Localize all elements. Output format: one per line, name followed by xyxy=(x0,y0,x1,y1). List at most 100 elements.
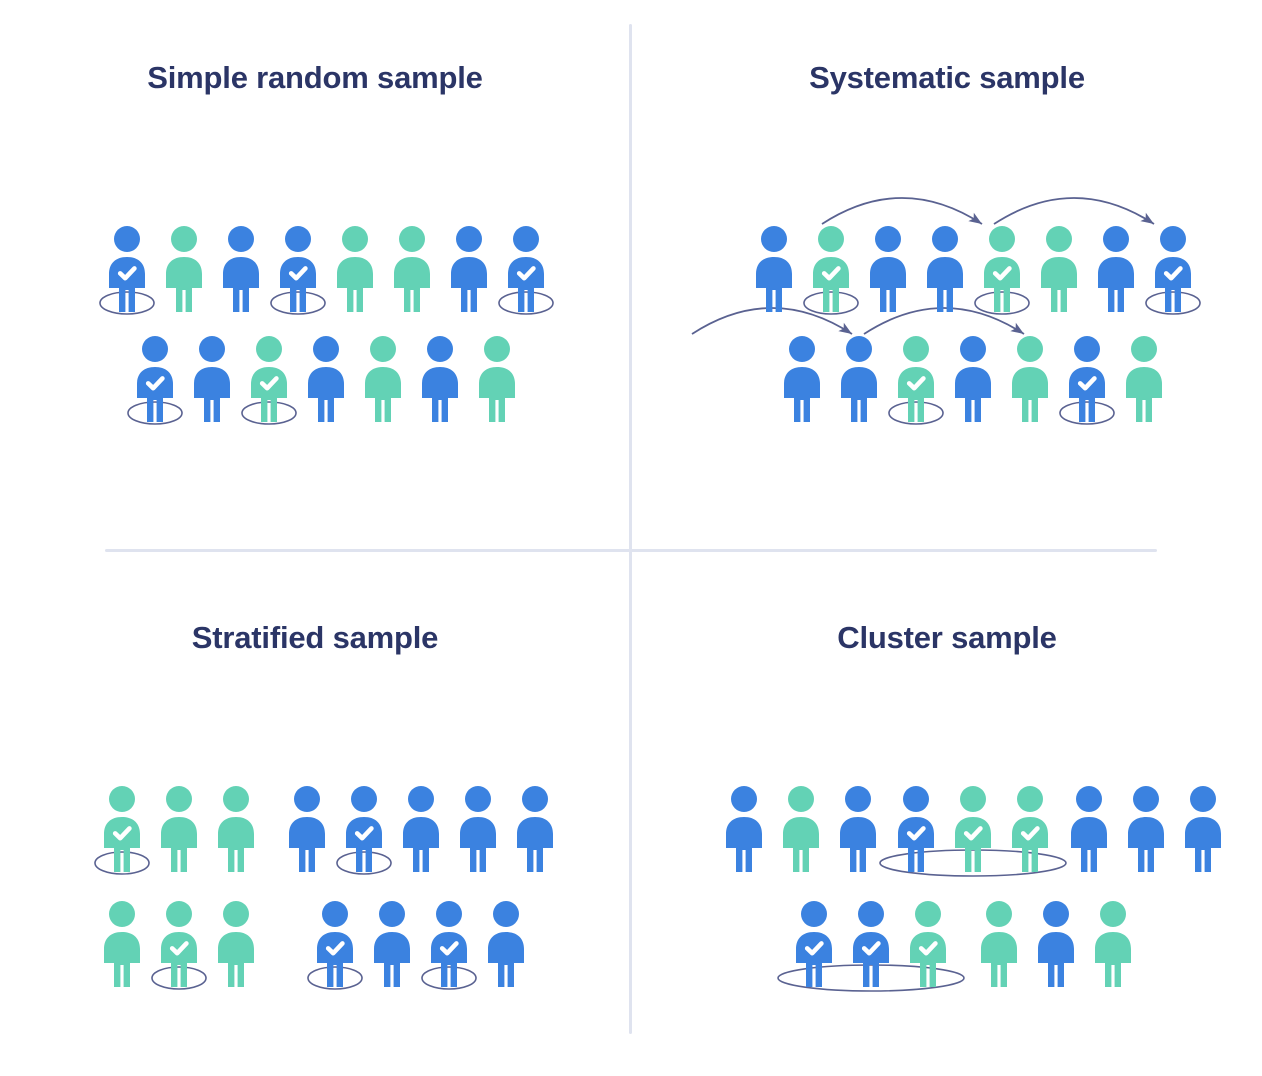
person-body xyxy=(853,932,889,987)
arrow-head xyxy=(968,212,982,224)
person-head xyxy=(1160,226,1186,252)
pictogram-canvas xyxy=(94,786,553,990)
person-figure xyxy=(403,786,439,872)
check-icon xyxy=(325,941,345,956)
panel-title-simple-random-sample: Simple random sample xyxy=(147,60,483,95)
person-head xyxy=(932,226,958,252)
person-body xyxy=(223,257,259,312)
person-body xyxy=(1128,817,1164,872)
check-icon xyxy=(1020,826,1040,841)
person-head xyxy=(903,336,929,362)
person-head xyxy=(522,786,548,812)
person-body xyxy=(161,932,197,987)
person-row xyxy=(104,901,254,990)
check-icon xyxy=(963,826,983,841)
person-body xyxy=(346,817,382,872)
person-head xyxy=(801,901,827,927)
person-body xyxy=(488,932,524,987)
person-figure xyxy=(840,786,876,872)
person-body xyxy=(109,257,145,312)
selection-ellipse xyxy=(307,966,363,990)
person-body xyxy=(251,367,287,422)
selection-ellipse xyxy=(151,966,207,990)
person-body xyxy=(898,817,934,872)
person-head xyxy=(875,226,901,252)
person-body xyxy=(317,932,353,987)
panel-title-stratified-sample: Stratified sample xyxy=(191,620,439,655)
panel-simple-random-sample: Simple random sample xyxy=(0,60,630,516)
person-head xyxy=(1100,901,1126,927)
person-body xyxy=(910,932,946,987)
sequence-arrow xyxy=(821,197,983,225)
person-head xyxy=(408,786,434,812)
person-head xyxy=(199,336,225,362)
person-body xyxy=(218,817,254,872)
person-figure xyxy=(218,786,254,872)
person-body xyxy=(984,257,1020,312)
person-row xyxy=(784,336,1162,425)
person-body xyxy=(1155,257,1191,312)
person-figure xyxy=(421,901,477,990)
person-head xyxy=(109,786,135,812)
person-head xyxy=(171,226,197,252)
person-figure xyxy=(104,901,140,987)
person-figure xyxy=(270,226,326,315)
person-row xyxy=(726,786,876,872)
person-head xyxy=(223,901,249,927)
person-body xyxy=(365,367,401,422)
person-body xyxy=(403,817,439,872)
person-body xyxy=(517,817,553,872)
person-figure xyxy=(337,226,373,312)
person-figure xyxy=(1071,786,1107,872)
pictogram-canvas xyxy=(99,226,554,425)
person-figure xyxy=(151,901,207,990)
infographic-canvas: Simple random sample Systematic sample S… xyxy=(0,24,1221,1034)
selection-ellipse xyxy=(99,291,155,315)
person-body xyxy=(955,817,991,872)
person-body xyxy=(374,932,410,987)
person-figure xyxy=(1059,336,1115,425)
person-figure xyxy=(307,901,363,990)
person-head xyxy=(493,901,519,927)
person-figure xyxy=(927,226,963,312)
person-figure xyxy=(517,786,553,872)
person-figure xyxy=(223,226,259,312)
person-body xyxy=(104,932,140,987)
person-figure xyxy=(756,226,792,312)
person-body xyxy=(1071,817,1107,872)
person-figure xyxy=(974,226,1030,315)
person-body xyxy=(104,817,140,872)
figure-group-cluster-sample xyxy=(632,656,1262,1076)
person-head xyxy=(731,786,757,812)
person-body xyxy=(1012,817,1048,872)
person-body xyxy=(1098,257,1134,312)
person-head xyxy=(351,786,377,812)
person-head xyxy=(1074,336,1100,362)
person-head xyxy=(456,226,482,252)
person-figure xyxy=(374,901,410,987)
person-figure xyxy=(910,901,946,987)
person-head xyxy=(342,226,368,252)
check-icon xyxy=(821,266,841,281)
figure-group-simple-random-sample xyxy=(0,96,630,516)
person-figure xyxy=(955,336,991,422)
person-body xyxy=(1126,367,1162,422)
person-figure xyxy=(166,226,202,312)
person-body xyxy=(337,257,373,312)
person-figure xyxy=(161,786,197,872)
person-head xyxy=(436,901,462,927)
check-icon xyxy=(354,826,374,841)
person-body xyxy=(726,817,762,872)
person-row xyxy=(127,336,515,425)
person-body xyxy=(841,367,877,422)
cluster-group xyxy=(777,901,965,992)
person-row xyxy=(1071,786,1221,872)
person-figure xyxy=(853,901,889,987)
person-figure xyxy=(1126,336,1162,422)
check-icon xyxy=(918,941,938,956)
cluster-selection-ellipse xyxy=(879,849,1067,877)
check-icon xyxy=(169,941,189,956)
person-body xyxy=(166,257,202,312)
sequence-arrow xyxy=(993,197,1155,225)
selection-ellipse xyxy=(336,851,392,875)
